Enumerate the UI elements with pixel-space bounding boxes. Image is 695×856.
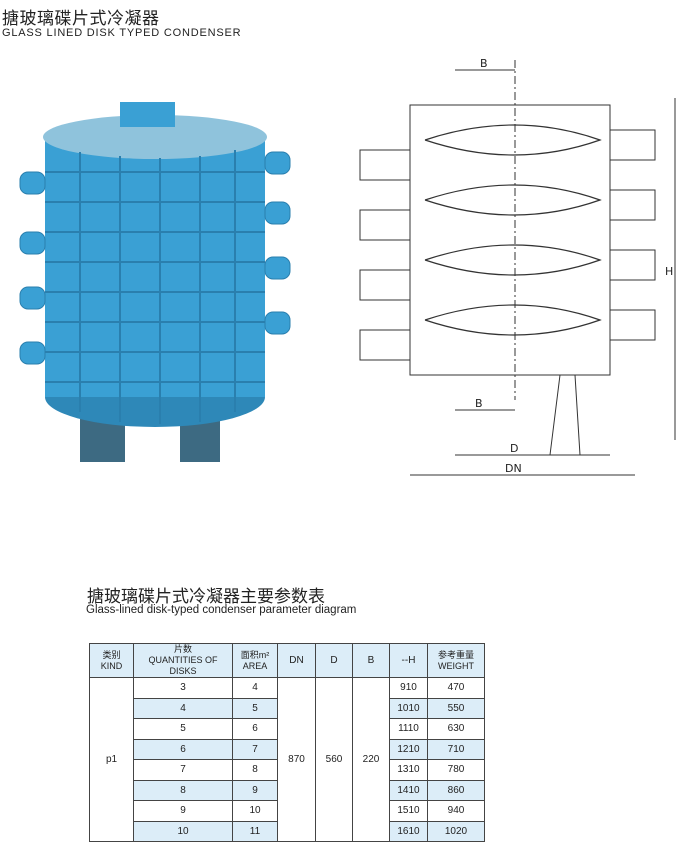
header-b: B — [352, 643, 390, 678]
cell-disks: 7 — [133, 759, 233, 781]
label-h: H — [665, 265, 673, 278]
cell-area: 4 — [232, 677, 278, 699]
cell-weight: 1020 — [427, 820, 485, 842]
label-b-top: B — [480, 57, 488, 70]
cell-d: 560 — [315, 677, 353, 842]
cell-area: 7 — [232, 738, 278, 760]
table-row: p1 3 4 870 560 220 910 470 — [89, 677, 485, 842]
section-title-cn: 搪玻璃碟片式冷凝器主要参数表 — [87, 587, 325, 607]
cell-disks: 6 — [133, 738, 233, 760]
label-b-bottom: B — [475, 397, 483, 410]
cell-area: 10 — [232, 800, 278, 822]
cell-disks: 8 — [133, 779, 233, 801]
cell-disks: 9 — [133, 800, 233, 822]
technical-drawing: B B H D DN — [359, 57, 676, 476]
cell-disks: 3 — [133, 677, 233, 699]
cell-h: 910 — [389, 677, 428, 699]
label-d: D — [510, 442, 518, 455]
cell-weight: 470 — [427, 677, 485, 699]
cell-h: 1210 — [389, 738, 428, 760]
cell-area: 11 — [232, 820, 278, 842]
cell-h: 1110 — [389, 718, 428, 740]
cell-h: 1410 — [389, 779, 428, 801]
cell-dn: 870 — [277, 677, 316, 842]
cell-h: 1610 — [389, 820, 428, 842]
cell-weight: 710 — [427, 738, 485, 760]
title-cn: 搪玻璃碟片式冷凝器 — [2, 9, 160, 29]
condenser-photo — [19, 102, 291, 462]
cell-disks: 5 — [133, 718, 233, 740]
cell-area: 8 — [232, 759, 278, 781]
cell-area: 9 — [232, 779, 278, 801]
label-dn: DN — [505, 462, 522, 475]
cell-weight: 550 — [427, 697, 485, 719]
header-h: --H — [389, 643, 428, 678]
cell-disks: 4 — [133, 697, 233, 719]
cell-h: 1510 — [389, 800, 428, 822]
cell-weight: 860 — [427, 779, 485, 801]
cell-area: 6 — [232, 718, 278, 740]
cell-area: 5 — [232, 697, 278, 719]
cell-weight: 630 — [427, 718, 485, 740]
header-d: D — [315, 643, 353, 678]
cell-weight: 780 — [427, 759, 485, 781]
cell-b: 220 — [352, 677, 390, 842]
cell-weight: 940 — [427, 800, 485, 822]
title-en: GLASS LINED DISK TYPED CONDENSER — [2, 27, 242, 39]
cell-kind: p1 — [89, 677, 134, 842]
cell-disks: 10 — [133, 820, 233, 842]
header-dn: DN — [277, 643, 316, 678]
section-title-en: Glass-lined disk-typed condenser paramet… — [86, 604, 357, 616]
cell-h: 1310 — [389, 759, 428, 781]
cell-h: 1010 — [389, 697, 428, 719]
